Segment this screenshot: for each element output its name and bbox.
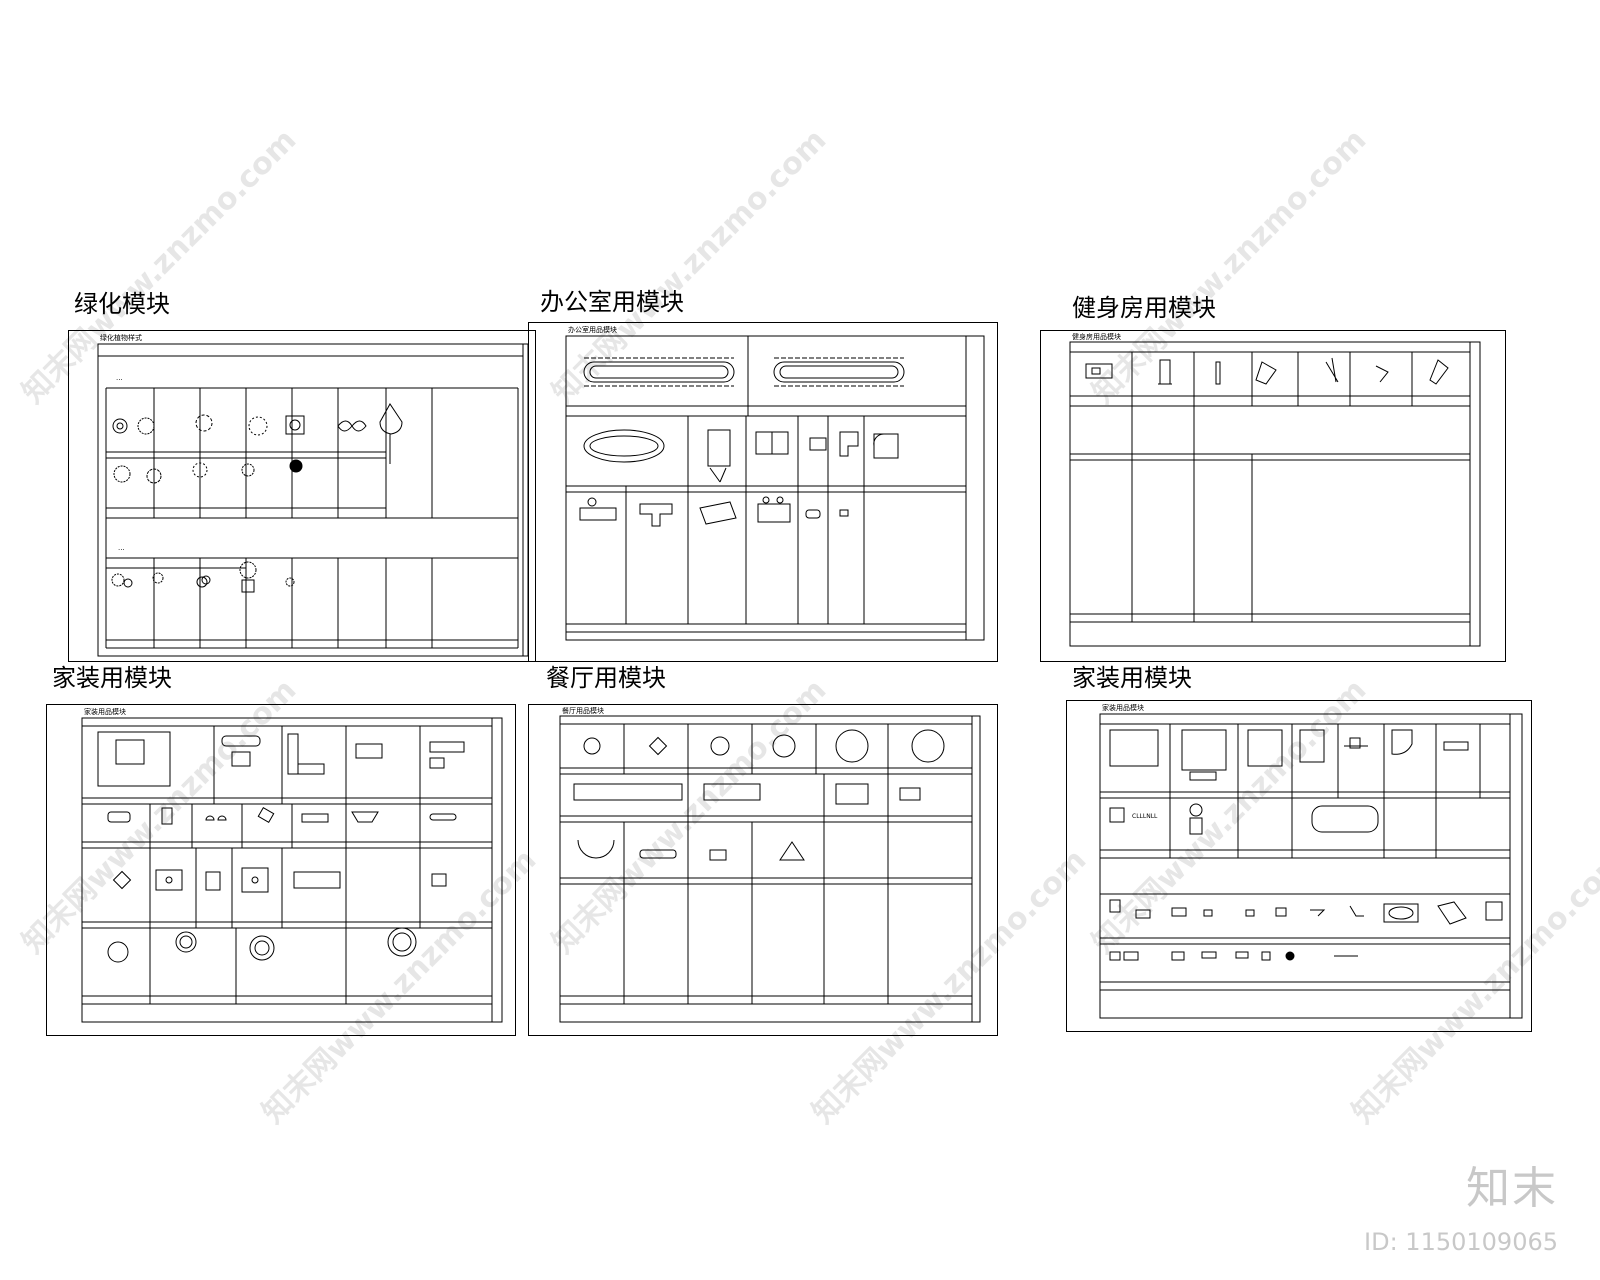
svg-text:家装用品模块: 家装用品模块 [84,707,126,716]
resource-id: ID: 1150109065 [1364,1228,1558,1256]
svg-text:家装用品模块: 家装用品模块 [1102,703,1144,712]
svg-text:办公室用品模块: 办公室用品模块 [568,325,617,334]
module-title-restaurant: 餐厅用模块 [546,664,666,692]
module-title-greenery: 绿化模块 [74,290,170,318]
sheet-office: 办公室用品模块 [528,322,998,662]
sheet-greenery: 绿化植物样式 ... ... [68,330,536,662]
sheet-home-2: CLLLNLL 家装用品模块 [1066,700,1532,1032]
sheet-restaurant: 餐厅用品模块 [528,704,998,1036]
module-title-home-2: 家装用模块 [1072,664,1192,692]
svg-text:绿化植物样式: 绿化植物样式 [100,333,142,342]
svg-text:餐厅用品模块: 餐厅用品模块 [562,706,604,715]
svg-text:健身房用品模块: 健身房用品模块 [1072,332,1121,341]
svg-text:...: ... [116,374,123,382]
module-title-home-1: 家装用模块 [52,664,172,692]
svg-text:CLLLNLL: CLLLNLL [1132,813,1158,820]
module-title-gym: 健身房用模块 [1072,294,1216,322]
sheet-gym: 健身房用品模块 [1040,330,1506,662]
svg-text:...: ... [118,544,125,552]
module-title-office: 办公室用模块 [540,288,684,316]
brand-logo-text: 知末 [1466,1163,1558,1214]
sheet-home-1: 家装用品模块 [46,704,516,1036]
